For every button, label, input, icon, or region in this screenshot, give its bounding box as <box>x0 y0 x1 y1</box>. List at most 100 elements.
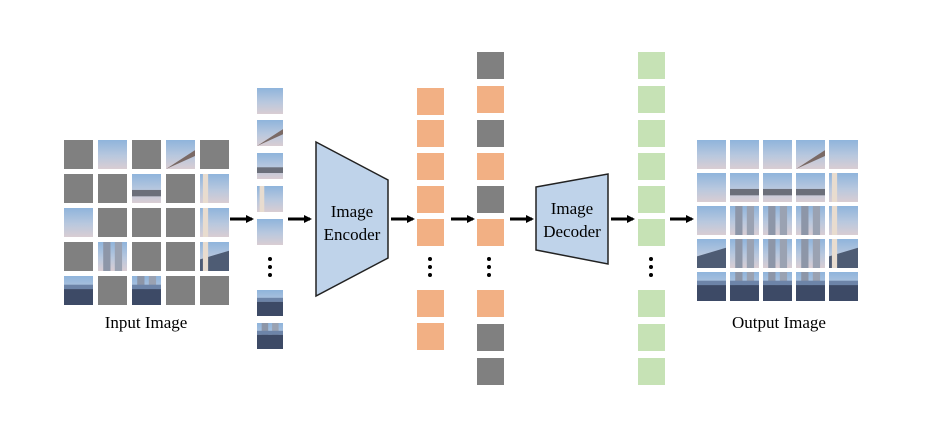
output-patch <box>796 140 825 169</box>
input-image-caption: Input Image <box>105 313 188 332</box>
input-patch <box>98 208 127 237</box>
mask-token <box>477 52 504 79</box>
output-patch <box>763 140 792 169</box>
output-patch <box>697 140 726 169</box>
output-patch <box>829 173 858 202</box>
decoded-token <box>638 120 665 147</box>
encoded-column-ellipsis <box>428 257 432 277</box>
mask-token <box>477 120 504 147</box>
output-patch <box>730 239 759 268</box>
decoded-column-ellipsis <box>649 257 653 277</box>
input-patch <box>200 140 229 169</box>
output-patch <box>697 272 726 301</box>
decoded-token <box>638 86 665 113</box>
encoded-token-column <box>417 88 444 350</box>
encoder-label-line2: Encoder <box>324 225 381 244</box>
encoded-token <box>417 323 444 350</box>
decoded-token <box>638 290 665 317</box>
encoder-label-line1: Image <box>331 202 373 221</box>
output-patch <box>763 239 792 268</box>
output-patch <box>697 239 726 268</box>
visible-column-ellipsis <box>268 257 272 277</box>
encoded-token <box>417 219 444 246</box>
input-patch <box>98 242 127 271</box>
input-patch <box>132 242 161 271</box>
output-image-grid <box>697 140 858 301</box>
encoded-token <box>417 88 444 115</box>
decoded-token <box>638 324 665 351</box>
visible-patch <box>257 290 283 316</box>
input-patch <box>98 174 127 203</box>
decoder-label-line1: Image <box>551 199 593 218</box>
decoded-token-column <box>638 52 665 385</box>
input-patch <box>98 276 127 305</box>
input-patch <box>64 242 93 271</box>
output-patch <box>796 173 825 202</box>
image-encoder-block <box>315 140 389 298</box>
encoded-token <box>477 153 504 180</box>
encoded-token <box>477 290 504 317</box>
output-patch <box>763 173 792 202</box>
output-patch <box>763 206 792 235</box>
output-patch <box>829 272 858 301</box>
input-patch <box>200 208 229 237</box>
output-patch <box>697 173 726 202</box>
encoded-token <box>477 219 504 246</box>
visible-patch <box>257 153 283 179</box>
input-patch <box>166 208 195 237</box>
output-patch <box>763 272 792 301</box>
input-patch <box>200 276 229 305</box>
input-patch <box>132 208 161 237</box>
input-patch <box>132 276 161 305</box>
visible-patch <box>257 323 283 349</box>
decoded-token <box>638 358 665 385</box>
decoded-token <box>638 153 665 180</box>
decoded-token <box>638 219 665 246</box>
input-patch <box>166 242 195 271</box>
encoded-token <box>417 120 444 147</box>
output-patch <box>796 272 825 301</box>
output-patch <box>697 206 726 235</box>
input-patch <box>200 174 229 203</box>
input-patch <box>200 242 229 271</box>
encoded-token <box>417 153 444 180</box>
input-image-grid <box>64 140 229 305</box>
mask-token <box>477 358 504 385</box>
input-patch <box>132 174 161 203</box>
visible-patch <box>257 219 283 245</box>
visible-patch <box>257 120 283 146</box>
decoder-label-line2: Decoder <box>543 222 601 241</box>
encoded-token <box>417 290 444 317</box>
visible-patch <box>257 186 283 212</box>
mask-token <box>477 324 504 351</box>
sequence-column-ellipsis <box>487 257 491 277</box>
input-patch <box>166 140 195 169</box>
output-patch <box>730 140 759 169</box>
output-patch <box>796 206 825 235</box>
output-patch <box>730 272 759 301</box>
visible-patch-column <box>257 88 283 349</box>
encoded-token <box>417 186 444 213</box>
decoded-token <box>638 52 665 79</box>
mask-token <box>477 186 504 213</box>
output-patch <box>829 140 858 169</box>
encoded-token <box>477 86 504 113</box>
visible-patch <box>257 88 283 114</box>
image-decoder-block <box>535 173 609 265</box>
input-patch <box>166 174 195 203</box>
ellipsis-dots <box>268 257 653 277</box>
input-patch <box>132 140 161 169</box>
decoded-token <box>638 186 665 213</box>
input-patch <box>166 276 195 305</box>
input-patch <box>64 276 93 305</box>
input-patch <box>64 208 93 237</box>
input-patch <box>64 140 93 169</box>
output-patch <box>829 239 858 268</box>
output-image-caption: Output Image <box>732 313 826 332</box>
output-patch <box>796 239 825 268</box>
output-patch <box>730 206 759 235</box>
output-patch <box>829 206 858 235</box>
full-token-sequence <box>477 52 504 385</box>
